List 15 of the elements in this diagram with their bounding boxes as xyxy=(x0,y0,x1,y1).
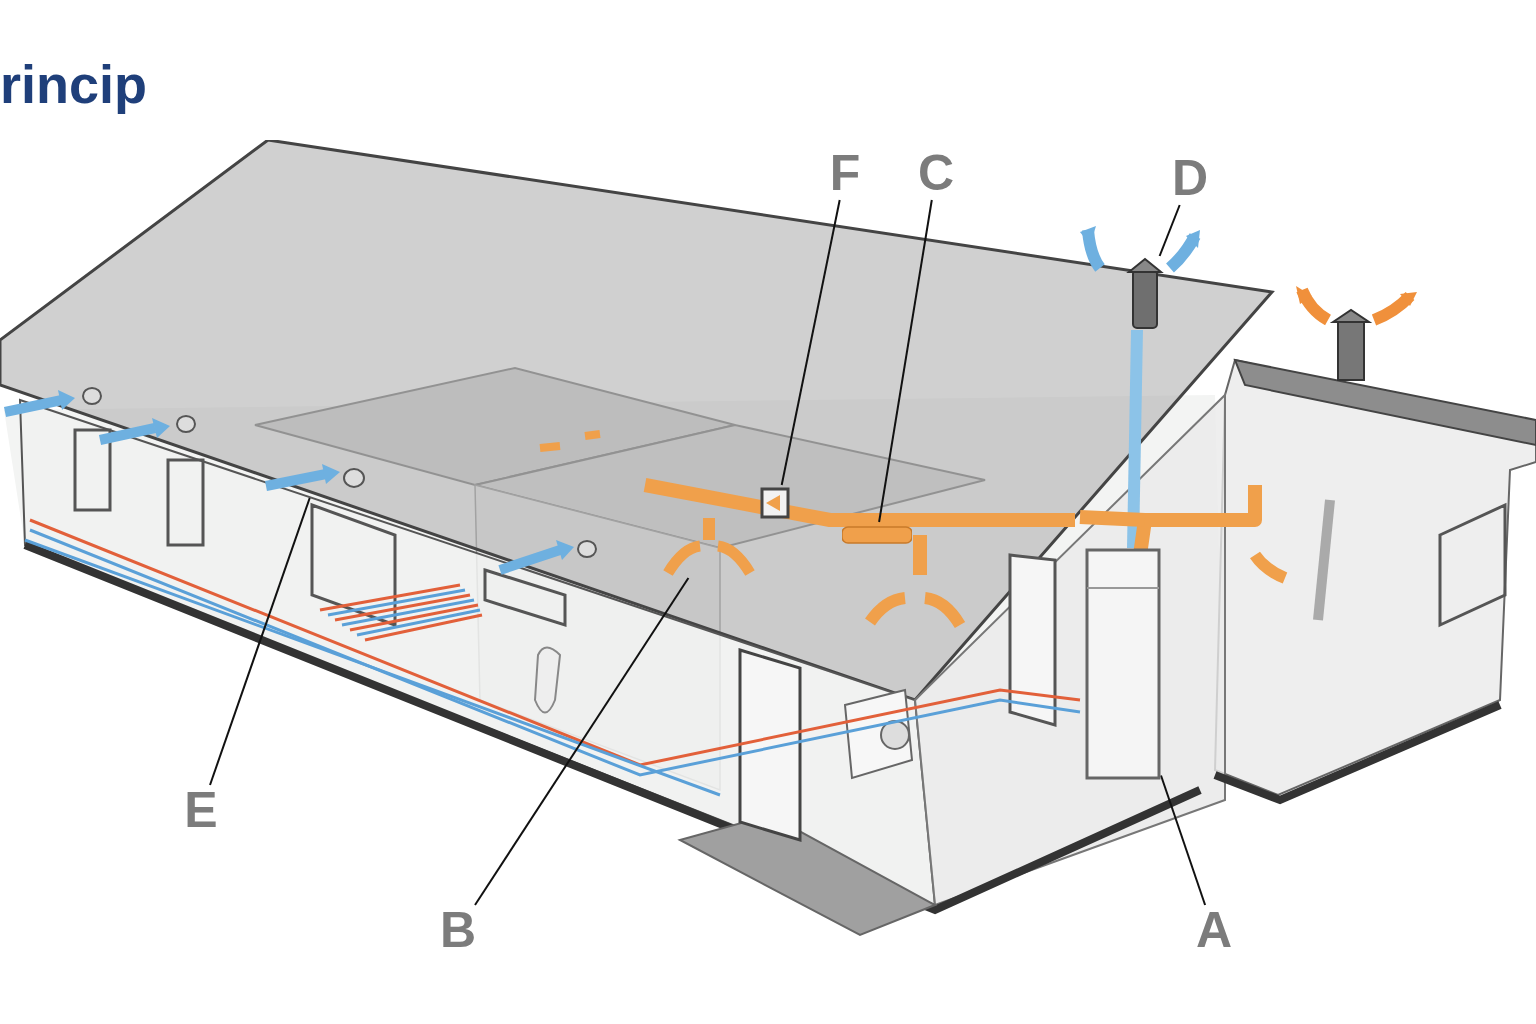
callout-letter: D xyxy=(1168,153,1212,205)
callout-letter: F xyxy=(826,148,864,200)
leader-line xyxy=(1160,774,1207,906)
leader-line xyxy=(474,577,690,906)
callout-letter: E xyxy=(182,785,220,837)
ventilation-unit xyxy=(1085,548,1161,780)
callout-letter: A xyxy=(1191,905,1237,957)
leader-line xyxy=(780,199,841,486)
leader-line xyxy=(209,497,311,786)
roof-hood xyxy=(1125,256,1165,330)
title: rincip xyxy=(0,53,148,116)
callout-letter: B xyxy=(436,905,480,957)
callout-letter: C xyxy=(914,148,958,200)
leader-line xyxy=(1158,204,1181,257)
leader-line xyxy=(878,199,933,523)
